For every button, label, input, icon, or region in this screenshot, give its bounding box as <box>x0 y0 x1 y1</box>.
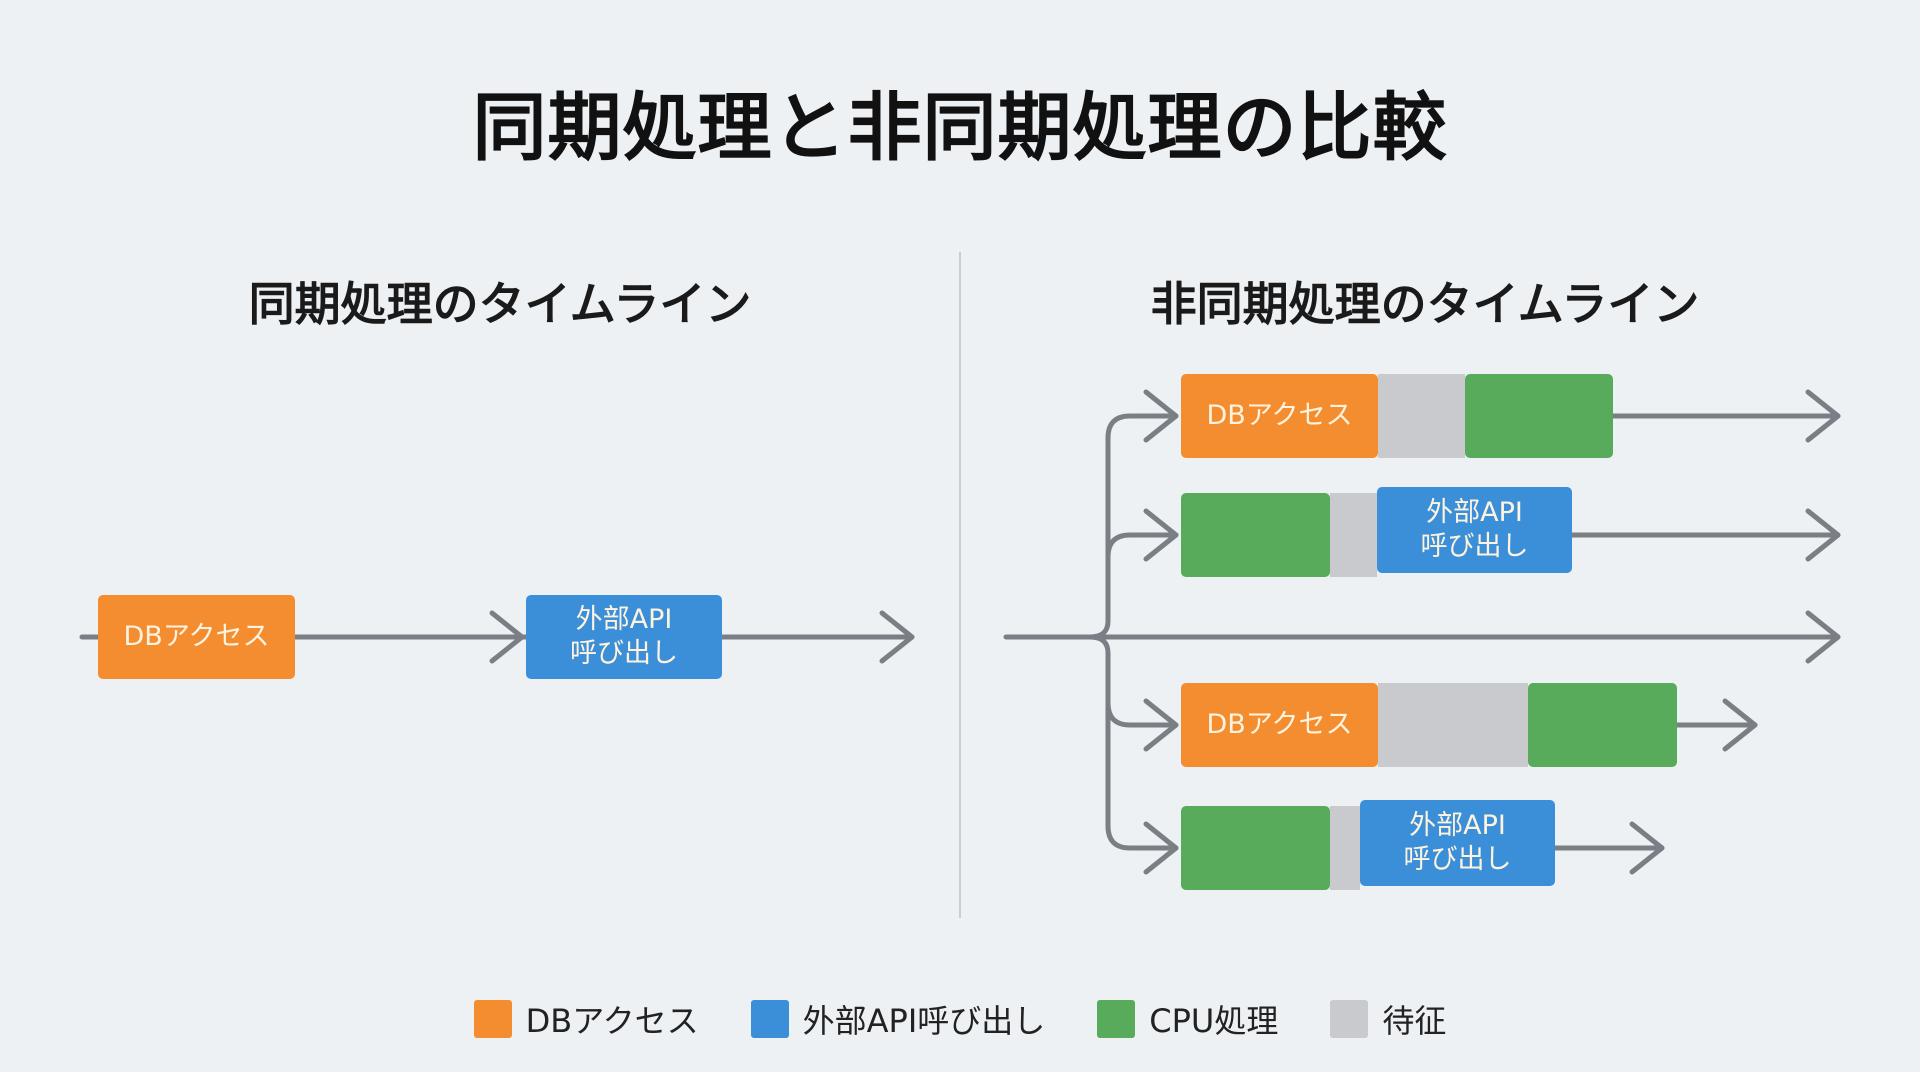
async-branch-arrow-head-3 <box>1143 698 1179 752</box>
async-row-4-seg-1-wait <box>1330 806 1360 890</box>
legend: DBアクセス 外部API呼び出し CPU処理 待征 <box>0 996 1920 1042</box>
async-row-0-seg-1-wait <box>1378 374 1465 458</box>
async-row-3-seg-1-wait <box>1378 683 1528 767</box>
async-row-4-seg-2-api <box>1360 800 1555 886</box>
async-row-arrow-head-4 <box>1629 821 1665 875</box>
sync-arrow-head <box>489 610 525 664</box>
legend-swatch-api <box>750 1000 789 1038</box>
async-row-0-seg-2-cpu <box>1465 374 1613 458</box>
async-row-1-seg-2-api <box>1377 487 1572 573</box>
legend-label-cpu: CPU処理 <box>1149 1002 1279 1040</box>
async-row-arrow-head-0 <box>1805 389 1841 443</box>
legend-label-api: 外部API呼び出し <box>802 1002 1046 1040</box>
legend-swatch-cpu <box>1097 1000 1136 1038</box>
legend-label-db: DBアクセス <box>525 1002 699 1040</box>
legend-item-cpu: CPU処理 <box>1097 996 1278 1042</box>
async-branch-row-4 <box>1105 823 1179 851</box>
async-row-3-seg-0-db <box>1181 683 1378 767</box>
async-row-1-seg-1-wait <box>1330 493 1377 577</box>
legend-item-wait: 待征 <box>1330 996 1446 1042</box>
async-branch-row-3 <box>1105 700 1179 728</box>
sync-arrow-head-end <box>879 610 915 664</box>
sync-section-title: 同期処理のタイムライン <box>248 277 752 331</box>
section-divider <box>959 252 961 918</box>
async-branch-lower <box>1087 634 1111 829</box>
legend-item-db: DBアクセス <box>473 996 699 1042</box>
async-branch-arrow-head-1 <box>1143 508 1179 562</box>
legend-swatch-wait <box>1330 1000 1369 1038</box>
legend-swatch-db <box>473 1000 512 1038</box>
async-row-arrow-head-1 <box>1805 508 1841 562</box>
async-row-4-seg-0-cpu <box>1181 806 1330 890</box>
async-row-arrow-head-3 <box>1722 698 1758 752</box>
async-row-3-seg-2-cpu <box>1528 683 1677 767</box>
legend-label-wait: 待征 <box>1382 1002 1447 1040</box>
async-branch-upper <box>1087 435 1111 640</box>
async-branch-arrow-head-0 <box>1143 389 1179 443</box>
async-main-arrow-head <box>1805 610 1841 664</box>
async-row-1-seg-0-cpu <box>1181 493 1330 577</box>
sync-block-api <box>526 595 722 679</box>
async-row-0-seg-0-db <box>1181 374 1378 458</box>
async-branch-row-1 <box>1105 532 1179 560</box>
async-branch-row-0 <box>1105 413 1179 441</box>
async-branch-arrow-head-4 <box>1143 821 1179 875</box>
sync-block-db <box>98 595 295 679</box>
legend-item-api: 外部API呼び出し <box>750 996 1046 1042</box>
page-title: 同期処理と非同期処理の比較 <box>472 85 1448 171</box>
async-section-title: 非同期処理のタイムライン <box>1150 277 1700 331</box>
